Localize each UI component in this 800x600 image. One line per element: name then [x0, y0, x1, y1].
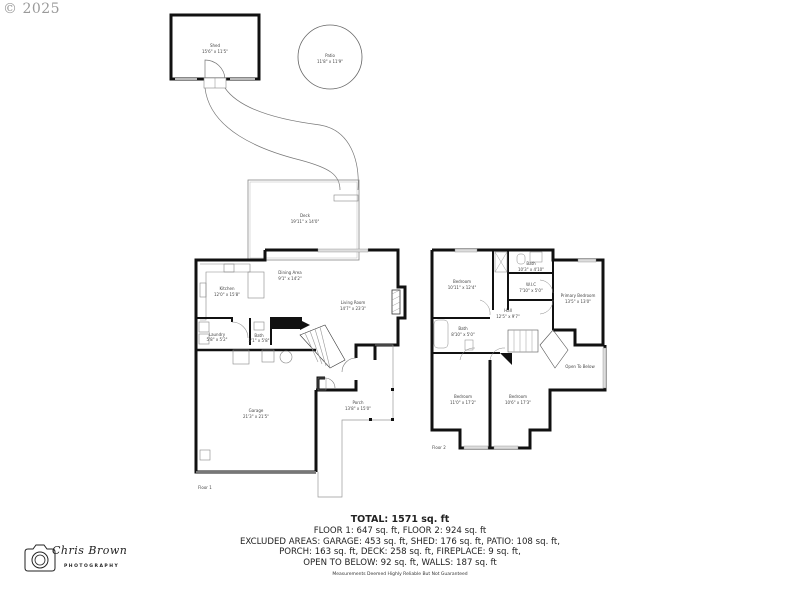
room-label-bedroom-1: Bedroom — [453, 279, 471, 284]
room-label-garage: Garage — [249, 408, 264, 413]
room-dims-bath-2: 10'3" x 4'10" — [518, 267, 544, 272]
room-label-primary-bedroom: Primary Bedroom — [561, 293, 596, 298]
room-label-hall: Hall — [504, 308, 512, 313]
room-label-patio: Patio — [325, 53, 335, 58]
patio: Patio 11'8" x 11'9" — [297, 24, 363, 90]
room-dims-deck: 19'11" x 14'0" — [291, 219, 320, 224]
total-area: TOTAL: 1571 sq. ft — [350, 514, 450, 525]
room-dims-hall: 12'5" x 9'7" — [496, 314, 520, 319]
deck: Deck 19'11" x 14'0" — [247, 179, 360, 261]
room-label-porch: Porch — [352, 400, 363, 405]
room-label-shed: Shed — [210, 43, 221, 48]
area-summary: TOTAL: 1571 sq. ft FLOOR 1: 647 sq. ft, … — [200, 514, 600, 579]
room-dims-bedroom-1: 10'11" x 12'4" — [448, 285, 477, 290]
summary-line-excluded-2: PORCH: 163 sq. ft, DECK: 258 sq. ft, FIR… — [279, 547, 521, 558]
room-label-bath-1: Bath — [254, 333, 264, 338]
summary-line-floors: FLOOR 1: 647 sq. ft, FLOOR 2: 924 sq. ft — [313, 526, 487, 536]
floor-2: Bedroom 10'11" x 12'4" Bath 10'3" x 4'10… — [430, 248, 607, 450]
room-label-wic: W.I.C — [526, 282, 536, 287]
photographer-logo: Chris Brown PHOTOGRAPHY — [22, 542, 132, 578]
room-dims-living-room: 14'7" x 23'3" — [340, 306, 366, 311]
room-label-living-room: Living Room — [341, 300, 366, 305]
room-label-deck: Deck — [300, 213, 311, 218]
floor-1: Kitchen 12'0" x 15'8" Dining Area 9'1" x… — [194, 248, 407, 498]
camera-icon — [24, 544, 56, 572]
logo-subtitle: PHOTOGRAPHY — [64, 564, 120, 569]
room-dims-porch: 13'8" x 15'0" — [345, 406, 371, 411]
room-dims-bath-3: 8'10" x 5'0" — [451, 332, 475, 337]
room-dims-bedroom-3: 10'6" x 17'3" — [505, 400, 531, 405]
room-dims-shed: 15'6" x 11'5" — [202, 49, 228, 54]
room-dims-bedroom-2: 11'0" x 17'2" — [450, 400, 476, 405]
copyright-notice: © 2025 — [3, 1, 61, 17]
room-dims-laundry: 5'8" x 5'2" — [207, 337, 228, 342]
logo-script: Chris Brown — [52, 544, 128, 557]
room-label-bedroom-2: Bedroom — [454, 394, 472, 399]
room-dims-dining-area: 9'1" x 14'2" — [278, 276, 302, 281]
floor-1-label: Floor 1 — [198, 485, 212, 490]
disclaimer: Measurements Deemed Highly Reliable But … — [332, 572, 468, 578]
room-dims-bath-1: 5'1" x 5'8" — [249, 338, 270, 343]
room-label-bath-3: Bath — [458, 326, 468, 331]
summary-line-excluded-3: OPEN TO BELOW: 92 sq. ft, WALLS: 187 sq.… — [303, 557, 497, 568]
room-label-dining-area: Dining Area — [278, 270, 302, 275]
shed: Shed 15'6" x 11'5" — [169, 13, 261, 89]
room-label-laundry: Laundry — [209, 332, 226, 337]
room-dims-kitchen: 12'0" x 15'8" — [214, 292, 240, 297]
floor-2-label: Floor 2 — [432, 445, 446, 450]
room-label-kitchen: Kitchen — [219, 286, 234, 291]
room-dims-primary-bedroom: 13'5" x 13'0" — [565, 299, 591, 304]
room-dims-patio: 11'8" x 11'9" — [317, 59, 343, 64]
garden-path — [204, 87, 359, 191]
room-label-bath-2: Bath — [526, 261, 536, 266]
room-label-open-to-below: Open To Below — [565, 364, 595, 369]
room-dims-wic: 7'10" x 5'0" — [519, 288, 543, 293]
room-dims-garage: 21'3" x 21'5" — [243, 414, 269, 419]
summary-line-excluded-1: EXCLUDED AREAS: GARAGE: 453 sq. ft, SHED… — [239, 536, 561, 547]
room-label-bedroom-3: Bedroom — [509, 394, 527, 399]
